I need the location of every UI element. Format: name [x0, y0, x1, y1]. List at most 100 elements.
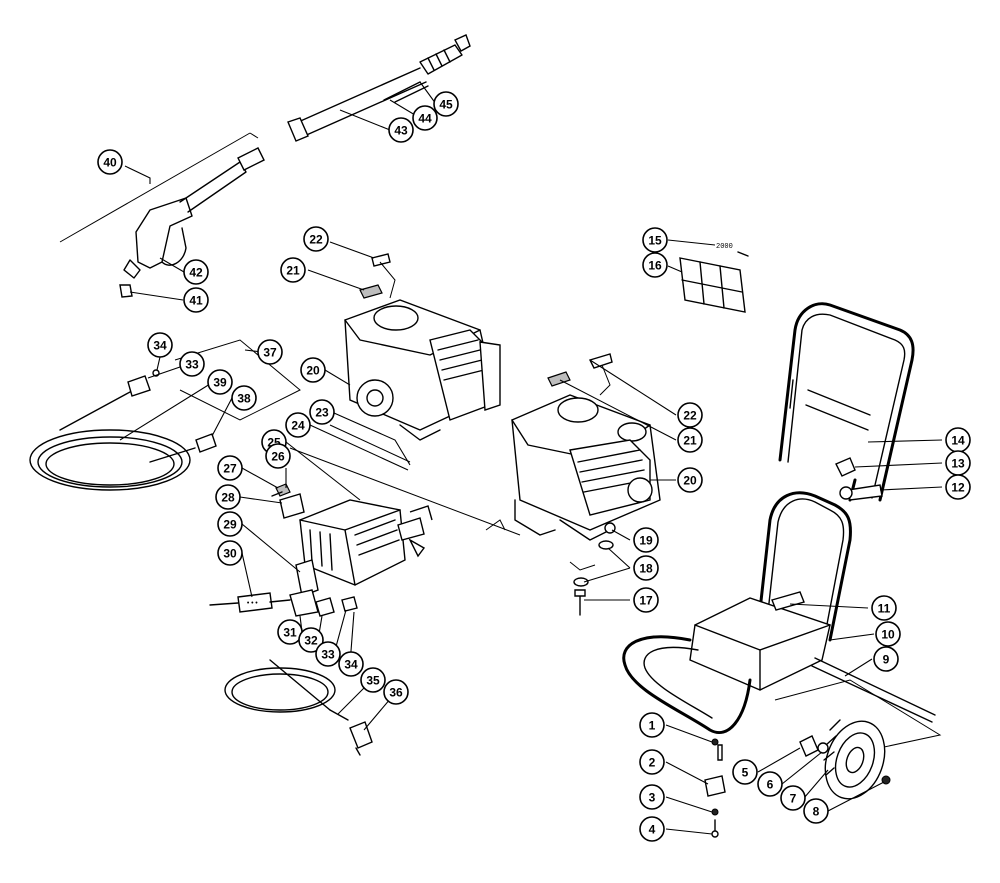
callout-c4: 4 — [639, 816, 665, 842]
callout-c44: 44 — [412, 105, 438, 131]
callout-c25: 25 — [261, 429, 287, 455]
callout-c36: 36 — [383, 679, 409, 705]
callout-c19: 19 — [633, 527, 659, 553]
callout-c16: 16 — [642, 252, 668, 278]
callout-circle — [315, 641, 341, 667]
callout-circle — [298, 627, 324, 653]
callout-number: 34 — [344, 658, 358, 672]
callout-circle — [633, 555, 659, 581]
callout-number: 22 — [309, 233, 323, 247]
callout-circle — [383, 679, 409, 705]
handle — [778, 302, 915, 502]
callout-circle — [803, 798, 829, 824]
callout-circle — [677, 467, 703, 493]
callout-c30: 30 — [217, 540, 243, 566]
callout-c29: 29 — [217, 511, 243, 537]
callout-c28: 28 — [215, 484, 241, 510]
unloader-tag: ••• — [209, 592, 291, 613]
callout-number: 6 — [767, 778, 774, 792]
callout-c8: 8 — [803, 798, 829, 824]
callout-circle — [871, 595, 897, 621]
callout-c38: 38 — [231, 385, 257, 411]
callout-number: 42 — [189, 266, 203, 280]
callout-circle — [280, 257, 306, 283]
callout-number: 26 — [271, 450, 285, 464]
callout-number: 32 — [304, 634, 318, 648]
callout-c34b: 34 — [338, 651, 364, 677]
callout-c14: 14 — [945, 427, 971, 453]
callout-c27: 27 — [217, 455, 243, 481]
callout-c3: 3 — [639, 784, 665, 810]
callout-circle — [633, 527, 659, 553]
callout-circle — [639, 749, 665, 775]
callout-number: 34 — [153, 339, 167, 353]
callout-number: 16 — [648, 259, 662, 273]
callout-number: 40 — [103, 156, 117, 170]
callout-c6: 6 — [757, 771, 783, 797]
callout-circle — [183, 287, 209, 313]
callout-c7: 7 — [780, 785, 806, 811]
callout-number: 41 — [189, 294, 203, 308]
callout-number: 4 — [649, 823, 656, 837]
callout-c21a: 21 — [280, 257, 306, 283]
callout-circle — [309, 399, 335, 425]
callout-circle — [97, 149, 123, 175]
callout-circle — [875, 621, 901, 647]
garden-hose — [224, 659, 373, 756]
callout-number: 35 — [366, 674, 380, 688]
callout-c13: 13 — [945, 450, 971, 476]
callout-number: 10 — [881, 628, 895, 642]
callout-circle — [945, 474, 971, 500]
callout-number: 24 — [291, 419, 305, 433]
callout-number: 9 — [883, 653, 890, 667]
callout-circle — [677, 402, 703, 428]
engine-left — [344, 253, 501, 441]
callout-c9: 9 — [873, 646, 899, 672]
callout-number: 2 — [649, 756, 656, 770]
callout-number: 7 — [790, 792, 797, 806]
callout-number: 11 — [878, 602, 891, 616]
callout-circle — [217, 455, 243, 481]
callout-number: 14 — [951, 434, 965, 448]
callout-c18: 18 — [633, 555, 659, 581]
callout-number: 8 — [813, 805, 820, 819]
callout-circle — [300, 357, 326, 383]
callout-c34a: 34 — [147, 332, 173, 358]
callout-circle — [179, 351, 205, 377]
callout-number: 21 — [286, 264, 300, 278]
callout-c1: 1 — [639, 712, 665, 738]
callout-number: 28 — [221, 491, 235, 505]
callout-number: 31 — [283, 626, 297, 640]
leader-lines — [119, 81, 943, 835]
wheel — [799, 719, 891, 800]
callout-c42: 42 — [183, 259, 209, 285]
callout-layer: 4042414344452221202324252627282930313233… — [97, 91, 971, 842]
callout-c24: 24 — [285, 412, 311, 438]
callout-number: 43 — [394, 124, 408, 138]
callout-number: 27 — [223, 462, 237, 476]
callout-number: 17 — [639, 594, 653, 608]
callout-c45: 45 — [433, 91, 459, 117]
callout-c37: 37 — [257, 339, 283, 365]
callout-number: 33 — [321, 648, 335, 662]
engine-right — [511, 353, 661, 541]
callout-c21b: 21 — [677, 427, 703, 453]
callout-number: 45 — [439, 98, 453, 112]
callout-number: 13 — [951, 457, 965, 471]
callout-number: 12 — [951, 481, 965, 495]
nozzle-tag-text: ••• — [246, 600, 259, 608]
callout-c40: 40 — [97, 149, 123, 175]
callout-number: 30 — [223, 547, 237, 561]
callout-number: 44 — [418, 112, 432, 126]
callout-circle — [215, 484, 241, 510]
spray-gun — [59, 132, 265, 298]
callout-c41: 41 — [183, 287, 209, 313]
callout-circle — [388, 117, 414, 143]
callout-c17: 17 — [633, 587, 659, 613]
callout-circle — [183, 259, 209, 285]
axle-hardware — [704, 738, 726, 838]
callout-number: 20 — [683, 474, 697, 488]
callout-number: 20 — [306, 364, 320, 378]
callout-circle — [217, 511, 243, 537]
